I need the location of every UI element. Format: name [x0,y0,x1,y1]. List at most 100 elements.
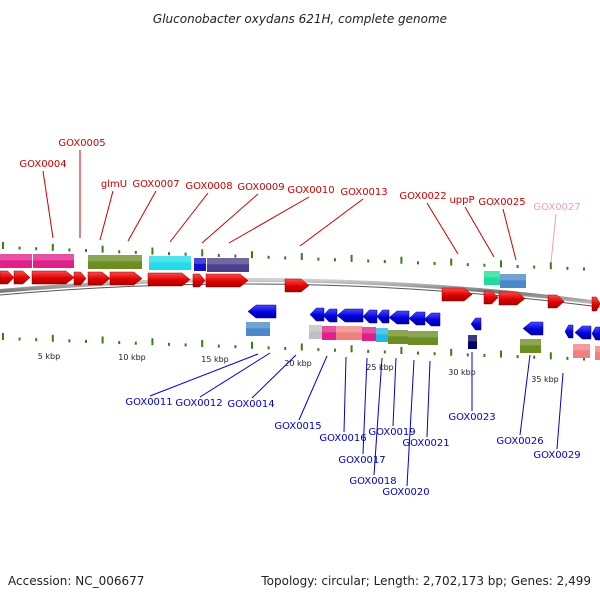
gene-label-forward[interactable]: GOX0008 [185,181,232,192]
protein-domain-box-highlight [388,330,408,337]
protein-domain-box-highlight [33,254,74,261]
gene-label-forward[interactable]: GOX0010 [287,185,334,196]
gene-label-reverse[interactable]: GOX0019 [368,427,415,438]
gene-arrow-forward[interactable] [547,294,565,309]
gene-arrow-reverse[interactable] [591,326,600,341]
protein-domain-box[interactable] [0,254,32,268]
gene-arrow-forward[interactable] [13,270,31,285]
gene-arrow-reverse[interactable] [574,325,592,340]
tick-mark [400,256,403,264]
gene-label-forward[interactable]: GOX0022 [399,191,446,202]
gene-arrow-reverse[interactable] [408,311,426,326]
gene-label-reverse[interactable]: GOX0029 [533,450,580,461]
tick-mark [184,343,187,347]
gene-label-forward[interactable]: GOX0005 [58,138,105,149]
tick-mark [234,254,237,258]
gene-arrow-reverse[interactable] [470,317,482,331]
gene-label-forward[interactable]: uppP [449,195,474,206]
protein-domain-box[interactable] [33,254,74,268]
gene-arrow-reverse[interactable] [322,308,338,323]
tick-mark [168,252,170,256]
gene-label-reverse[interactable]: GOX0021 [402,438,449,449]
gene-arrow-forward[interactable] [31,270,75,285]
tick-mark [516,355,519,359]
gene-arrow-forward[interactable] [483,290,499,305]
tick-mark [583,357,585,361]
protein-domain-box[interactable] [246,322,270,336]
protein-domain-box[interactable] [309,325,322,339]
protein-domain-box[interactable] [468,335,477,349]
protein-domain-box[interactable] [149,256,191,270]
protein-domain-box-highlight [500,274,526,281]
gene-arrow-forward[interactable] [73,271,87,286]
gene-label-forward[interactable]: GOX0013 [340,187,387,198]
protein-domain-box[interactable] [388,330,408,344]
protein-domain-box[interactable] [500,274,526,288]
gene-label-reverse[interactable]: GOX0011 [125,397,172,408]
tick-mark [168,342,170,346]
tick-mark [549,262,552,270]
tick-mark [201,249,204,257]
gene-arrow-forward[interactable] [441,287,473,302]
label-leader-line [392,357,397,427]
gene-label-reverse[interactable]: GOX0023 [448,412,495,423]
tick-mark [334,258,336,262]
protein-domain-box[interactable] [573,344,590,358]
tick-mark [2,333,4,340]
gene-label-forward[interactable]: glmU [101,179,127,190]
protein-domain-box[interactable] [376,328,388,342]
tick-mark [134,250,137,254]
gene-label-reverse[interactable]: GOX0020 [382,487,429,498]
gene-label-forward[interactable]: GOX0027 [533,202,580,213]
gene-arrow-forward[interactable] [284,278,310,293]
label-leader-line [201,193,259,244]
gene-arrow-forward[interactable] [109,271,143,286]
tick-mark [417,351,419,355]
tick-mark [549,352,552,360]
protein-domain-box[interactable] [322,326,336,340]
protein-domain-box[interactable] [484,271,500,285]
gene-arrow-reverse[interactable] [376,309,390,324]
protein-domain-box[interactable] [88,255,142,269]
protein-domain-box[interactable] [362,327,376,341]
tick-mark [433,261,436,265]
gene-label-reverse[interactable]: GOX0026 [496,436,543,447]
tick-mark [51,243,54,251]
gene-label-reverse[interactable]: GOX0014 [227,399,274,410]
gene-label-reverse[interactable]: GOX0015 [274,421,321,432]
gene-arrow-reverse[interactable] [522,321,544,336]
tick-mark [151,338,154,346]
protein-domain-box[interactable] [194,258,206,271]
tick-mark [151,247,154,255]
gene-label-reverse[interactable]: GOX0016 [319,433,366,444]
gene-label-reverse[interactable]: GOX0012 [175,398,222,409]
tick-mark [35,338,38,342]
gene-label-forward[interactable]: GOX0009 [237,182,284,193]
gene-arrow-forward[interactable] [205,273,249,288]
gene-label-forward[interactable]: GOX0007 [132,179,179,190]
gene-arrow-forward[interactable] [147,272,191,287]
gene-arrow-reverse[interactable] [309,307,325,322]
gene-arrow-forward[interactable] [591,296,600,312]
protein-domain-box[interactable] [595,346,600,360]
gene-arrow-forward[interactable] [498,291,526,306]
protein-domain-box[interactable] [207,258,249,272]
gene-label-reverse[interactable]: GOX0017 [338,455,385,466]
gene-arrow-reverse[interactable] [564,324,574,339]
gene-label-forward[interactable]: GOX0025 [478,197,525,208]
protein-domain-box[interactable] [336,326,362,340]
gene-arrow-forward[interactable] [192,273,206,288]
gene-arrow-forward[interactable] [87,271,111,286]
gene-arrow-reverse[interactable] [247,304,277,319]
gene-label-reverse[interactable]: GOX0018 [349,476,396,487]
protein-domain-box[interactable] [408,331,438,345]
scale-label: 20 kbp [284,359,312,368]
gene-arrow-reverse[interactable] [388,310,410,325]
gene-label-forward[interactable]: GOX0004 [19,159,66,170]
gene-arrow-forward[interactable] [0,270,15,285]
protein-domain-box[interactable] [520,339,541,353]
gene-arrow-reverse[interactable] [362,309,378,324]
gene-arrow-reverse[interactable] [336,308,364,323]
gene-arrow-reverse[interactable] [423,312,441,327]
